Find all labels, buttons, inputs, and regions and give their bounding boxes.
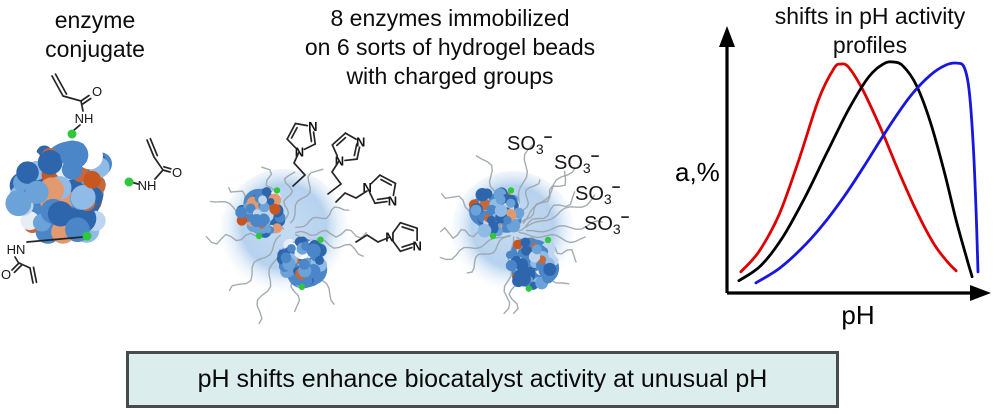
title-line: conjugate bbox=[45, 36, 145, 62]
right-panel-title: shifts in pH activity profiles bbox=[725, 2, 997, 60]
attachment-site bbox=[82, 231, 92, 241]
polymer-chain bbox=[295, 228, 367, 239]
polymer-chain bbox=[518, 231, 586, 244]
acrylamide-group-right: O NH bbox=[130, 137, 182, 193]
polymer-chain bbox=[228, 234, 281, 292]
attachment-site bbox=[489, 232, 497, 240]
polymer-chain bbox=[526, 220, 603, 233]
curves-layer bbox=[737, 60, 980, 285]
sulfonate-label: SO3− bbox=[584, 209, 630, 237]
banner-text: pH shifts enhance biocatalyst activity a… bbox=[197, 365, 768, 393]
vinyl-bond bbox=[51, 73, 92, 132]
imidazole-group: NN bbox=[327, 132, 365, 195]
attachment-site bbox=[298, 283, 306, 290]
polymer-chain bbox=[516, 191, 576, 232]
x-axis-arrowhead bbox=[970, 285, 991, 301]
attachment-site bbox=[317, 236, 324, 243]
amide-nh-label: NH bbox=[138, 178, 157, 193]
amide-nh-label: NH bbox=[75, 111, 94, 126]
attachment-site bbox=[67, 129, 77, 139]
polymer-chain bbox=[503, 236, 515, 315]
acrylamide-group-bottom: HN O bbox=[1, 236, 84, 284]
oxygen-label: O bbox=[1, 267, 11, 282]
title-line: shifts in pH activity bbox=[774, 3, 966, 29]
oxygen-label: O bbox=[172, 165, 182, 180]
sulfonate-label: SO3− bbox=[507, 129, 553, 157]
title-line: on 6 sorts of hydrogel beads bbox=[304, 34, 596, 60]
activity-blue-curve bbox=[754, 61, 980, 285]
imidazole-group: NN bbox=[286, 119, 317, 187]
attachment-site bbox=[273, 187, 281, 194]
x-axis-label: pH bbox=[841, 300, 875, 330]
title-line: with charged groups bbox=[346, 63, 554, 89]
polymer-chain bbox=[256, 248, 281, 325]
acrylamide-group-top: O NH bbox=[51, 73, 102, 132]
left-panel-title: enzyme conjugate bbox=[0, 6, 190, 64]
polymer-chain bbox=[290, 168, 324, 224]
enzyme-conjugate-figure: O NH O NH HN O bbox=[1, 73, 182, 284]
imidazole-group: NN bbox=[355, 221, 422, 253]
axes bbox=[719, 26, 991, 301]
polymer-chain bbox=[439, 235, 510, 261]
oxygen-label: O bbox=[92, 84, 102, 99]
polymer-chain bbox=[525, 194, 596, 228]
vinyl-bond bbox=[11, 236, 84, 284]
nitrogen-label: N bbox=[388, 193, 397, 208]
vinyl-bond bbox=[130, 137, 172, 185]
y-axis-arrowhead bbox=[719, 26, 735, 47]
title-line: profiles bbox=[832, 32, 908, 58]
protein-layer bbox=[5, 140, 113, 244]
polymer-chain bbox=[295, 206, 350, 228]
beads-layer bbox=[205, 144, 603, 325]
polymer-chain bbox=[466, 235, 511, 274]
sulfonate-label: SO3− bbox=[575, 179, 621, 207]
nitrogen-label: N bbox=[363, 180, 372, 195]
attachment-site bbox=[525, 285, 532, 292]
enzyme-molecule bbox=[505, 237, 560, 290]
enzyme-molecule bbox=[5, 140, 113, 244]
nitrogen-label: N bbox=[308, 119, 317, 134]
attachment-site bbox=[507, 187, 515, 194]
polymer-chain bbox=[520, 170, 567, 223]
nitrogen-label: N bbox=[412, 238, 421, 253]
conclusion-banner: pH shifts enhance biocatalyst activity a… bbox=[126, 351, 839, 408]
y-axis-label: a,% bbox=[675, 157, 720, 187]
attachment-site bbox=[544, 236, 552, 244]
polymer-chain bbox=[282, 171, 296, 225]
nitrogen-label: N bbox=[356, 134, 365, 149]
title-line: 8 enzymes immobilized bbox=[330, 5, 570, 31]
imidazole-group: NN bbox=[335, 174, 397, 208]
middle-panel-title: 8 enzymes immobilized on 6 sorts of hydr… bbox=[275, 4, 625, 91]
attachment-site bbox=[255, 232, 263, 240]
ph-activity-chart bbox=[719, 26, 991, 301]
attachment-site bbox=[124, 177, 134, 187]
activity-red-curve bbox=[739, 62, 958, 274]
polymer-chain bbox=[522, 167, 576, 225]
activity-black-curve bbox=[737, 60, 974, 283]
enzyme-molecule bbox=[276, 236, 328, 289]
title-line: enzyme bbox=[54, 7, 136, 33]
sulfonate-label: SO3− bbox=[554, 148, 600, 176]
amide-hn-label: HN bbox=[7, 242, 26, 257]
enzyme-molecule bbox=[235, 187, 286, 238]
enzyme-molecule bbox=[468, 187, 525, 238]
